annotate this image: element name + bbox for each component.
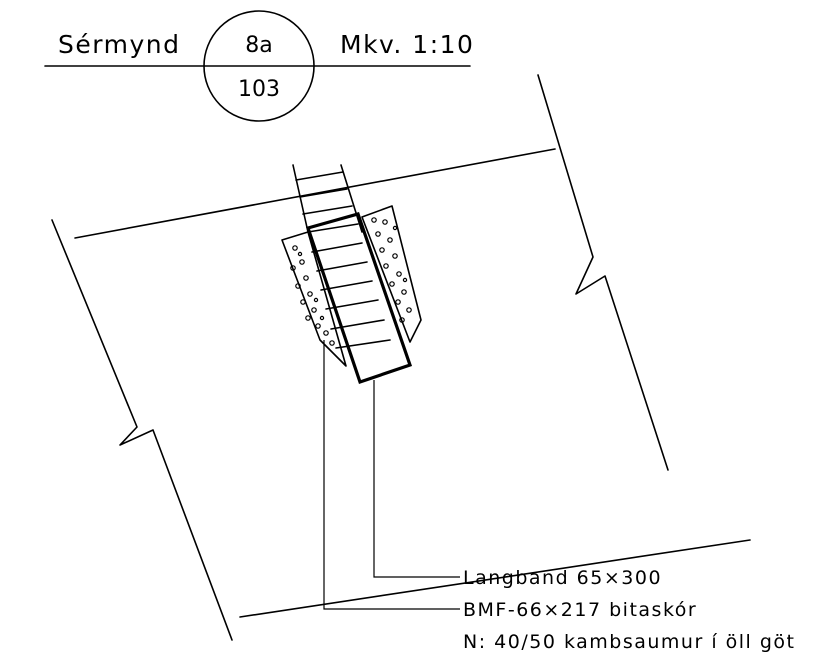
- langband-rung: [299, 188, 348, 198]
- hanger-right-flange: [361, 205, 422, 343]
- joist-hanger: [281, 205, 422, 385]
- label-note: N: 40/50 kambsaumur í öll göt: [463, 631, 796, 653]
- beam-break-line-right: [537, 74, 669, 471]
- langband-rung: [330, 319, 385, 330]
- leader-bitaskor: [323, 340, 460, 610]
- langband-rung: [295, 171, 344, 181]
- scale-label: Mkv. 1:10: [340, 30, 474, 59]
- hanger-left-flange: [281, 231, 347, 367]
- title-block: Sérmynd 8a 103 Mkv. 1:10: [44, 10, 474, 122]
- langband-left-edge-upper: [292, 164, 309, 233]
- leader-lines: [323, 340, 460, 610]
- beam-break-line-left: [51, 219, 233, 641]
- main-beam: [51, 74, 751, 641]
- label-bitaskor: BMF-66×217 bitaskór: [463, 599, 697, 621]
- detail-bubble: [203, 10, 315, 122]
- label-langband: Langband 65×300: [463, 567, 662, 589]
- langband-rung: [311, 242, 363, 253]
- detail-title: Sérmynd: [58, 30, 180, 59]
- hanger-seat-outline: [305, 212, 413, 385]
- detail-number: 8a: [245, 33, 272, 58]
- langband-rung: [316, 261, 368, 272]
- beam-bottom-edge: [239, 539, 751, 618]
- leader-langband: [373, 380, 460, 578]
- beam-top-edge: [74, 148, 556, 239]
- langband-right-edge-upper: [340, 164, 363, 233]
- nail-holes-left: [290, 245, 335, 346]
- nail-holes-right: [371, 217, 412, 323]
- sheet-number: 103: [238, 77, 280, 102]
- langband-rung: [335, 339, 391, 349]
- langband-rung: [307, 223, 359, 233]
- langband-rung: [302, 205, 353, 215]
